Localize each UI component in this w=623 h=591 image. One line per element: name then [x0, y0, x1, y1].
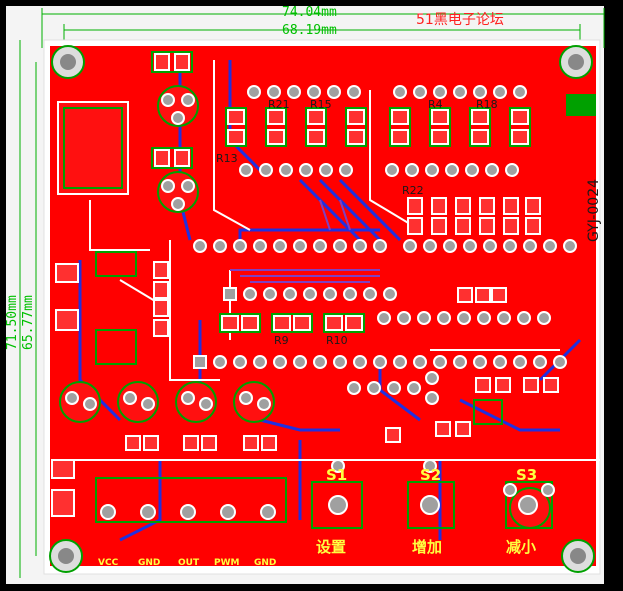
button-sub-label: 减小 [506, 538, 536, 556]
button-set-label: 设置 [316, 538, 346, 556]
header-row-mid [193, 239, 577, 395]
connector-vcc-label: VCC [98, 558, 119, 568]
inner-width-label: 68.19mm [282, 23, 337, 38]
pin1-square-pad [223, 287, 237, 301]
through-hole-pads [65, 93, 555, 520]
board-code-label: GYJ-0024 [586, 179, 602, 242]
clearance-traces [60, 60, 600, 461]
ref-r13: R13 [216, 152, 238, 165]
ref-r10: R10 [326, 334, 348, 347]
button-add-label: 增加 [412, 538, 442, 556]
mounting-holes [49, 45, 595, 573]
connector-gnd1-label: GND [138, 558, 160, 568]
ref-r22: R22 [402, 184, 424, 197]
ref-r21: R21 [268, 98, 290, 111]
connector-out-label: OUT [178, 558, 200, 568]
header-row-top [239, 85, 527, 177]
smd-resistors [51, 53, 559, 517]
connector-pwm-label: PWM [214, 558, 240, 568]
outer-width-label: 74.04mm [282, 5, 337, 20]
bus-traces [230, 199, 380, 283]
fiducial-pad [566, 94, 596, 116]
connector-gnd2-label: GND [254, 558, 276, 568]
ref-r4: R4 [428, 98, 443, 111]
inner-height-label: 65.77mm [21, 295, 36, 350]
ref-r18: R18 [476, 98, 498, 111]
switch-s1-label: S1 [326, 466, 347, 484]
forum-watermark: 51黑电子论坛 [416, 12, 504, 28]
regulator-pad [57, 101, 129, 195]
regulator-outline [63, 107, 123, 189]
ref-r9: R9 [274, 334, 289, 347]
outer-height-label: 71.50mm [5, 295, 20, 350]
pin1-square-pad-2 [193, 355, 207, 369]
silk-outlines [95, 51, 553, 529]
switch-s3-label: S3 [516, 466, 537, 484]
switch-s2-label: S2 [420, 466, 441, 484]
ref-r15: R15 [310, 98, 332, 111]
